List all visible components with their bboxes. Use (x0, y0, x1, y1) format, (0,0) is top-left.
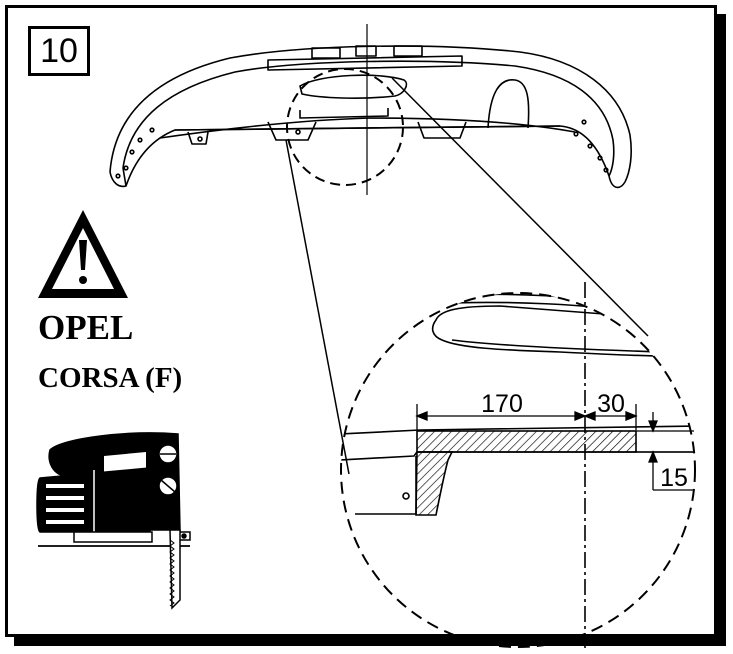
step-number: 10 (40, 31, 78, 70)
leader-line-left (285, 139, 350, 475)
detail-zoom-circle (340, 292, 696, 648)
step-number-box: 10 (28, 26, 90, 76)
leader-line-right (391, 77, 649, 337)
rear-bumper-overview (109, 45, 632, 189)
vehicle-make: OPEL (38, 308, 134, 347)
dimension-cut-left: 170 (481, 390, 523, 418)
overview-zoom-circle (286, 68, 404, 186)
dimension-cut-depth: 15 (660, 464, 688, 492)
dimension-cut-right: 30 (597, 390, 625, 418)
cut-region (415, 430, 637, 516)
vehicle-model: CORSA (F) (38, 362, 183, 394)
warning-triangle-icon (38, 210, 128, 298)
jigsaw-icon (36, 432, 191, 610)
dimension-lines (415, 404, 694, 491)
